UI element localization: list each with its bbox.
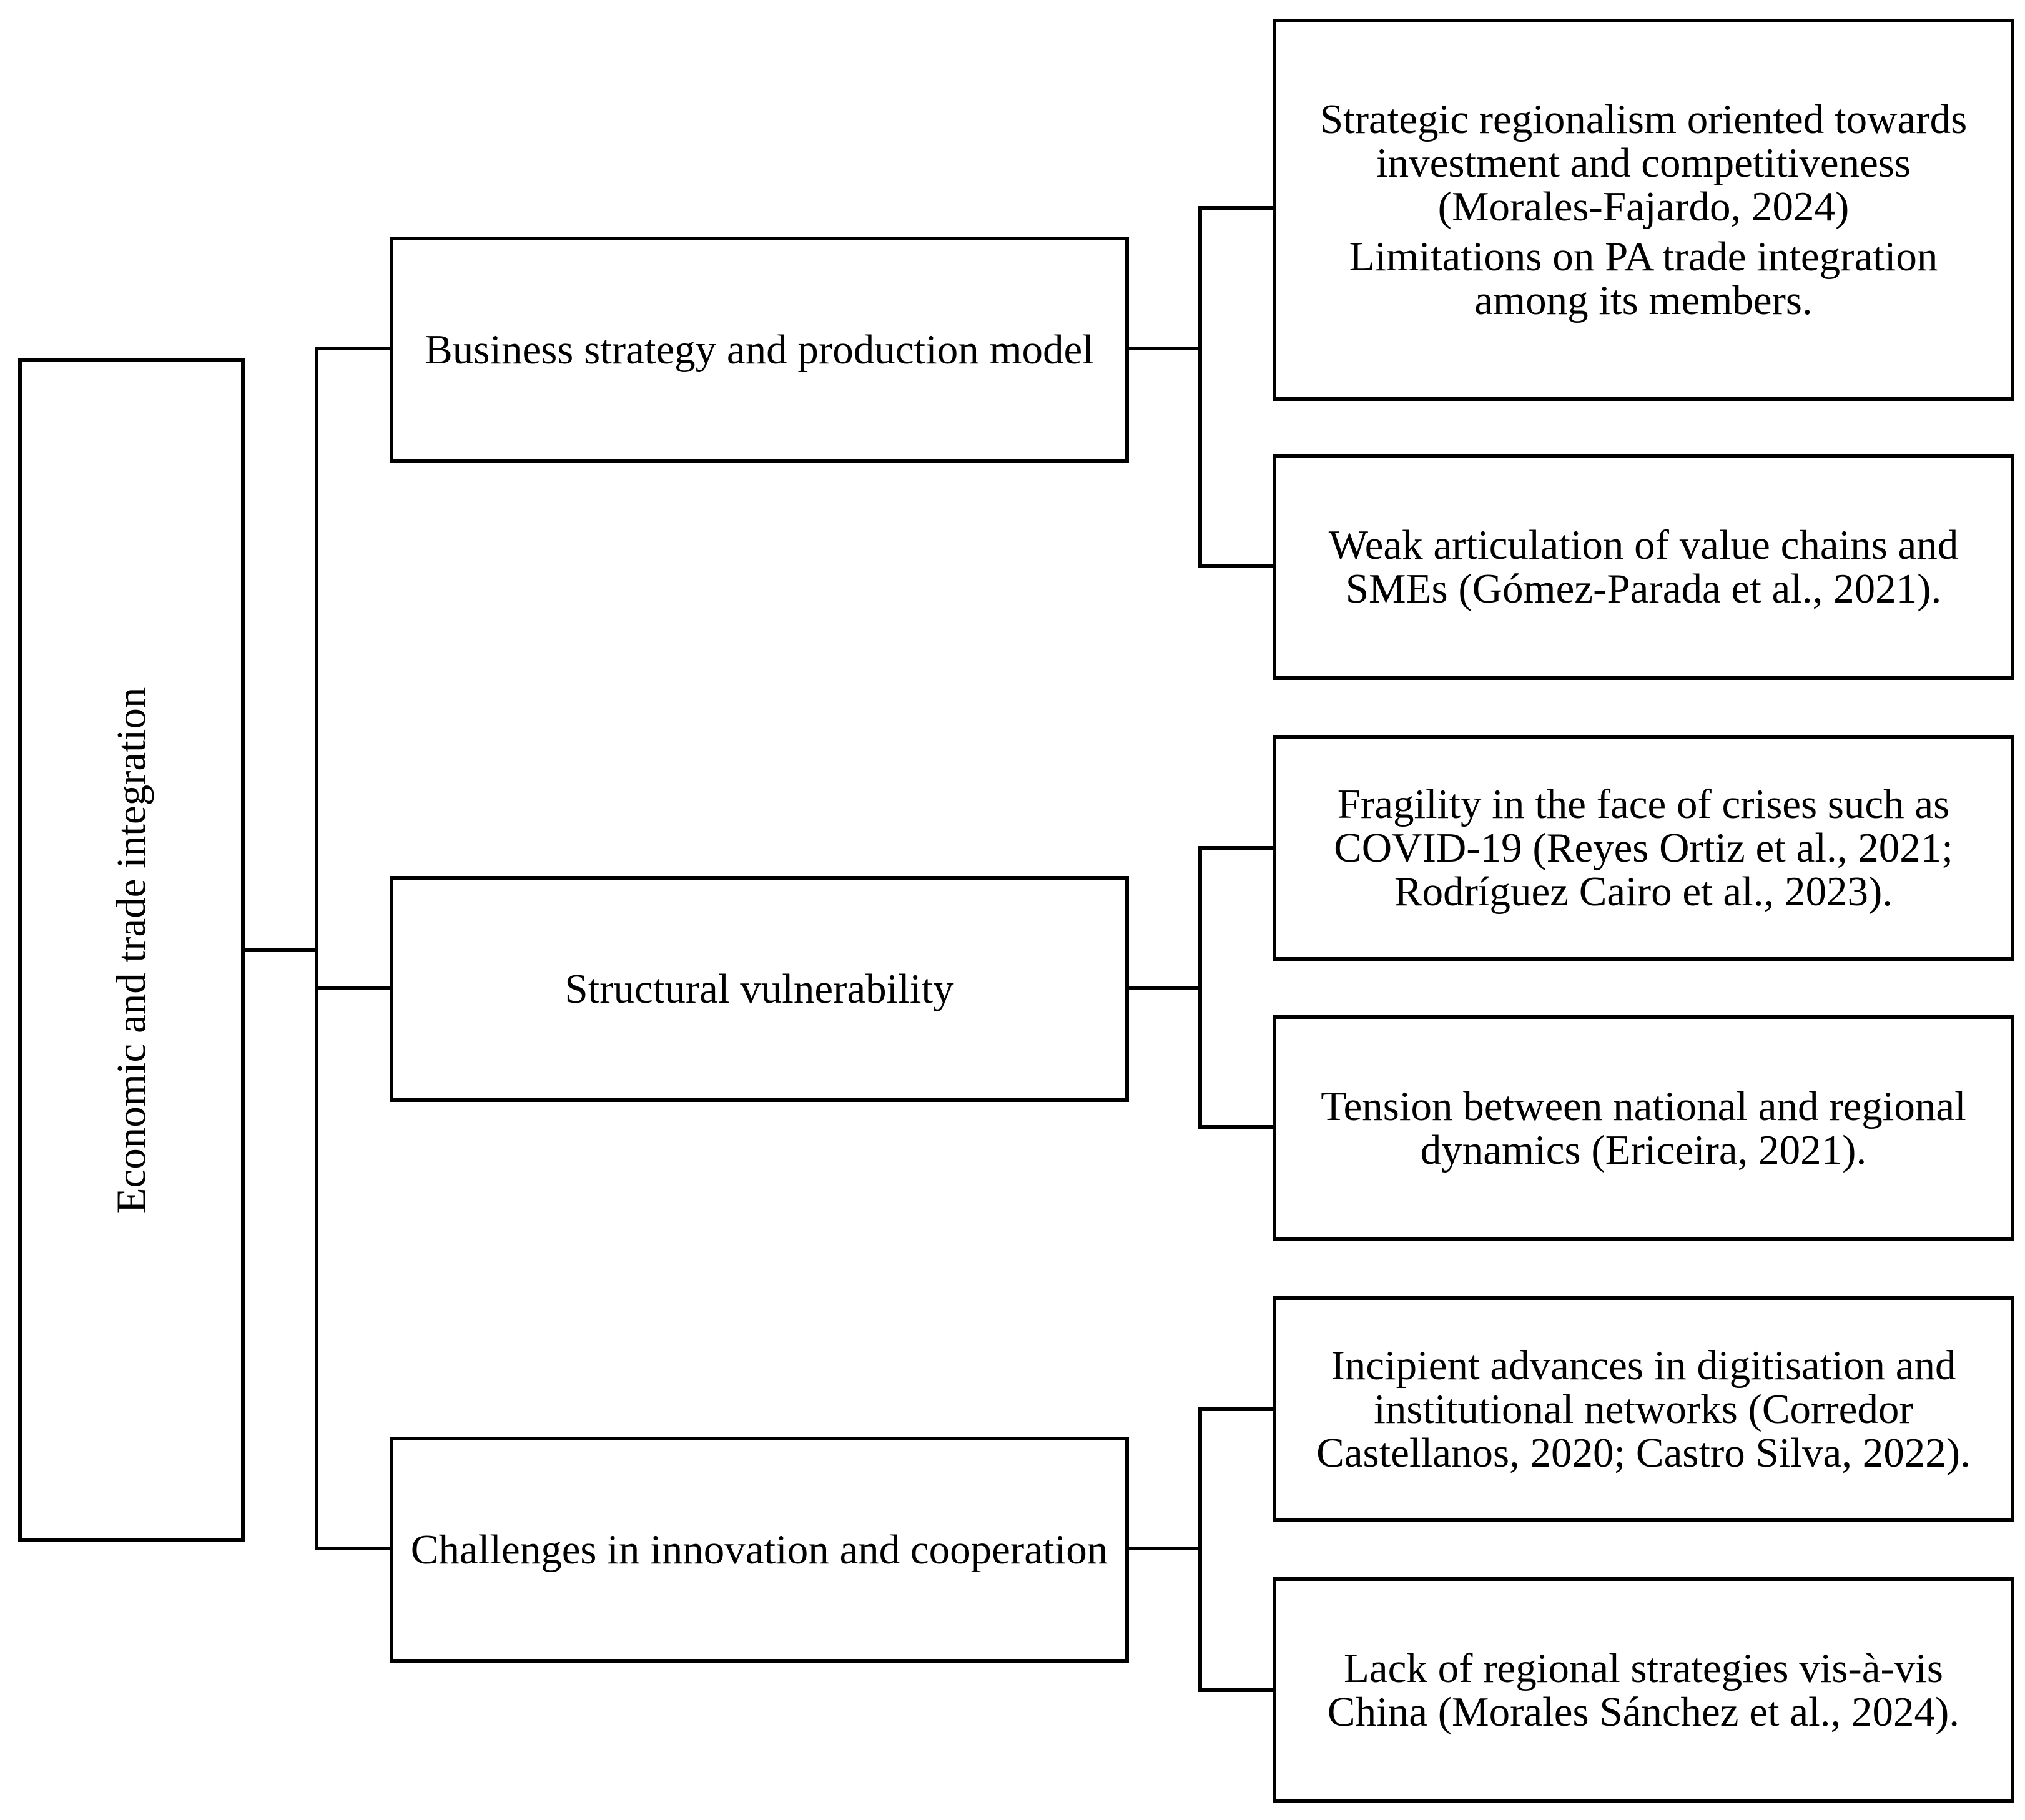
branch-label: Structural vulnerability — [564, 966, 954, 1012]
leaf-text: Fragility in the face of crises such as … — [1334, 781, 1953, 915]
leaf-node-digitisation: Incipient advances in digitisation and i… — [1273, 1296, 2014, 1522]
leaf-text: Limitations on PA trade integration amon… — [1349, 234, 1938, 323]
leaf-text: Tension between national and regional dy… — [1321, 1083, 1966, 1173]
leaf-text: Lack of regional strategies vis-à-vis Ch… — [1327, 1645, 1960, 1735]
leaf-text: Weak articulation of value chains and SM… — [1328, 522, 1959, 612]
branch-node-innovation-cooperation: Challenges in innovation and cooperation — [390, 1437, 1129, 1663]
leaf-node-strategic-regionalism: Strategic regionalism oriented towards i… — [1273, 19, 2014, 401]
leaf-node-fragility-crises: Fragility in the face of crises such as … — [1273, 735, 2014, 961]
leaf-text: Incipient advances in digitisation and i… — [1316, 1342, 1971, 1476]
leaf-node-value-chains: Weak articulation of value chains and SM… — [1273, 454, 2014, 680]
branch-label: Challenges in innovation and cooperation — [410, 1527, 1108, 1573]
branch-label: Business strategy and production model — [425, 327, 1094, 373]
leaf-node-national-regional-tension: Tension between national and regional dy… — [1273, 1015, 2014, 1241]
root-label: Economic and trade integration — [108, 687, 155, 1213]
leaf-text: Strategic regionalism oriented towards i… — [1319, 96, 1968, 230]
branch-node-business-strategy: Business strategy and production model — [390, 237, 1129, 463]
branch-node-structural-vulnerability: Structural vulnerability — [390, 876, 1129, 1102]
root-node: Economic and trade integration — [18, 358, 245, 1542]
leaf-node-china-strategies: Lack of regional strategies vis-à-vis Ch… — [1273, 1577, 2014, 1803]
